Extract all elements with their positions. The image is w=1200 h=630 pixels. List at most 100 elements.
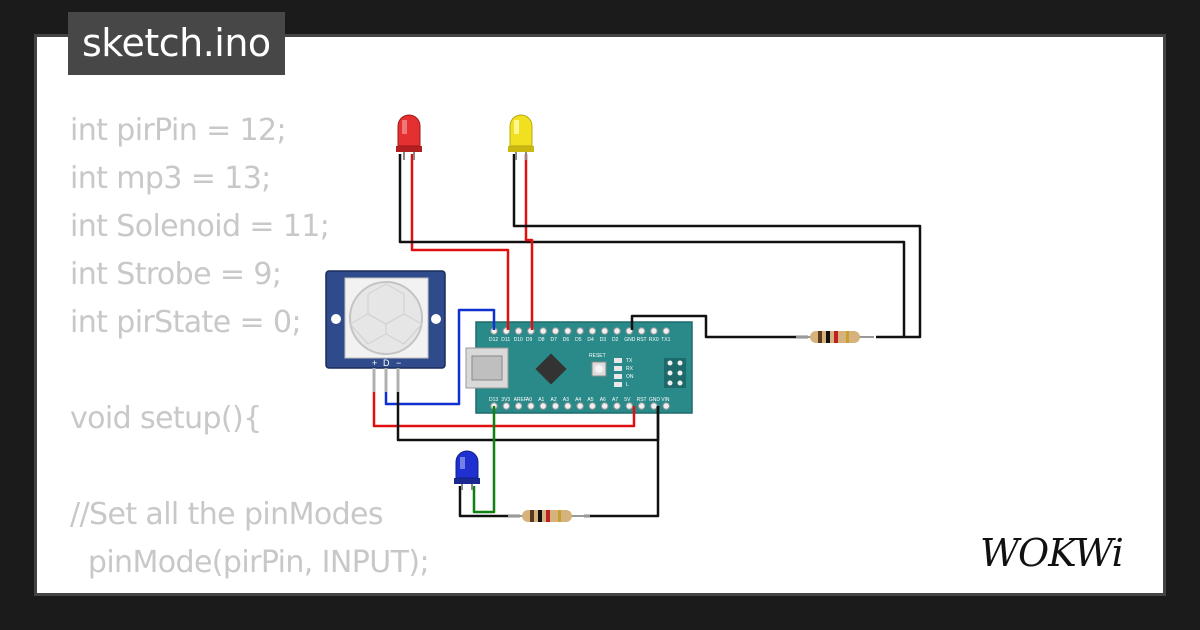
board-pin-label: D5: [575, 337, 582, 343]
board-pin: [564, 327, 572, 335]
led-label-rx: RX: [626, 366, 634, 372]
board-pin: [637, 402, 646, 410]
sketch-tab: sketch.ino: [68, 12, 285, 75]
board-pin-label: A6: [600, 397, 606, 403]
board-pin-label: GND: [649, 397, 661, 403]
code-line: int mp3 = 13;: [70, 161, 271, 196]
wire-pir-vcc-to-5v: [372, 392, 636, 428]
code-line: int pirState = 0;: [70, 305, 302, 340]
board-pin: [662, 327, 670, 335]
code-preview: int pirPin = 12; int mp3 = 13; int Solenoi…: [70, 107, 817, 593]
wires: [372, 154, 922, 518]
status-leds: [614, 358, 622, 387]
code-line: int Solenoid = 11;: [70, 209, 330, 244]
board-pin: [662, 402, 670, 410]
board-pin: [588, 327, 597, 335]
board-pin: [650, 402, 658, 410]
pir-sensor: + D −: [325, 270, 446, 392]
pir-dome-facets: [349, 283, 423, 345]
board-pin: [564, 402, 572, 410]
board-pin-label: AREF: [514, 397, 527, 403]
board-pin: [588, 402, 597, 410]
board-pin-label: GND: [624, 337, 636, 343]
board-pin-label: D8: [538, 337, 545, 343]
board-pin-label: D12: [489, 337, 498, 343]
board-pin-label: A7: [612, 397, 618, 403]
board-pin-label: D13: [489, 397, 498, 403]
pir-mount-hole-right: [431, 314, 441, 324]
pir-pin-d: D: [383, 358, 390, 368]
wire-d13-to-blue-led: [472, 406, 496, 514]
resistor-bottom: [508, 510, 590, 522]
board-pin-label: A4: [575, 397, 581, 403]
board-pin: [625, 402, 633, 410]
board-pin: [576, 402, 584, 410]
board-pin-label: D7: [551, 337, 558, 343]
icsp-header: [664, 358, 686, 388]
board-pin: [601, 402, 609, 410]
wire-gnd-to-resistor: [630, 314, 808, 339]
board-pin: [576, 327, 584, 335]
reset-button-cap: [595, 365, 603, 373]
wire-red-led-gnd: [398, 154, 906, 337]
reset-label: RESET: [589, 353, 606, 359]
board-pin: [551, 327, 560, 335]
board-pin-label: RST: [637, 337, 647, 343]
board-pin-label: A0: [526, 397, 532, 403]
mcu-chip: [535, 353, 567, 385]
board-pin-label: D9: [526, 337, 533, 343]
wire-red-led-to-d11: [410, 154, 510, 330]
board-pin: [527, 402, 535, 410]
code-line: int Strobe = 9;: [70, 257, 282, 292]
board-pin-label: A5: [587, 397, 593, 403]
board-pin-label: 5V: [624, 397, 631, 403]
wire-yellow-led-to-d9: [524, 154, 534, 330]
resistor-top: [796, 331, 874, 343]
led-label-tx: TX: [626, 358, 633, 364]
preview-card: int pirPin = 12; int mp3 = 13; int Solenoi…: [34, 34, 1166, 596]
wokwi-logo: WOKWi: [980, 531, 1124, 575]
led-blue: [454, 450, 480, 490]
wire-resistor-to-gnd: [584, 406, 660, 518]
pir-mount-hole-left: [331, 314, 341, 324]
board-pin: [650, 327, 658, 335]
svg-text:WOKWi: WOKWi: [980, 531, 1123, 575]
board-pin-label: RST: [637, 397, 647, 403]
board-pin-label: D11: [501, 337, 510, 343]
board-pin: [637, 327, 646, 335]
board-pin-label: D6: [563, 337, 570, 343]
icsp-pins: [667, 360, 683, 386]
board-pin-label: A1: [538, 397, 544, 403]
led-yellow: [508, 114, 534, 160]
board-pin-label: RX0: [649, 337, 659, 343]
board-pin: [502, 402, 510, 410]
led-label-l: L: [626, 382, 629, 388]
led-red: [396, 114, 422, 160]
code-line: pinMode(pirPin, INPUT);: [70, 545, 430, 580]
board-pin: [613, 402, 621, 410]
wire-blue-led-to-resistor: [458, 486, 520, 518]
board-pin: [601, 327, 609, 335]
board-pin-label: VIN: [661, 397, 670, 403]
pir-pin-plus: +: [372, 358, 377, 368]
pir-pins: [372, 368, 400, 392]
code-line: void setup(){: [70, 401, 262, 436]
usb-port: [471, 355, 503, 381]
board-pin: [539, 327, 547, 335]
wire-pir-data-to-d12: [384, 308, 496, 406]
led-label-on: ON: [626, 374, 634, 380]
board-pin-label: 3V3: [501, 397, 510, 403]
board-pin-label: TX1: [661, 337, 670, 343]
board-pin-label: D4: [587, 337, 594, 343]
board-pin-label: D3: [600, 337, 607, 343]
wire-yellow-led-gnd: [512, 154, 922, 339]
code-line: int pirPin = 12;: [70, 113, 287, 148]
pir-pin-minus: −: [396, 358, 401, 368]
board-pin: [613, 327, 621, 335]
board-pin: [514, 402, 523, 410]
board-pin-label: D10: [514, 337, 523, 343]
